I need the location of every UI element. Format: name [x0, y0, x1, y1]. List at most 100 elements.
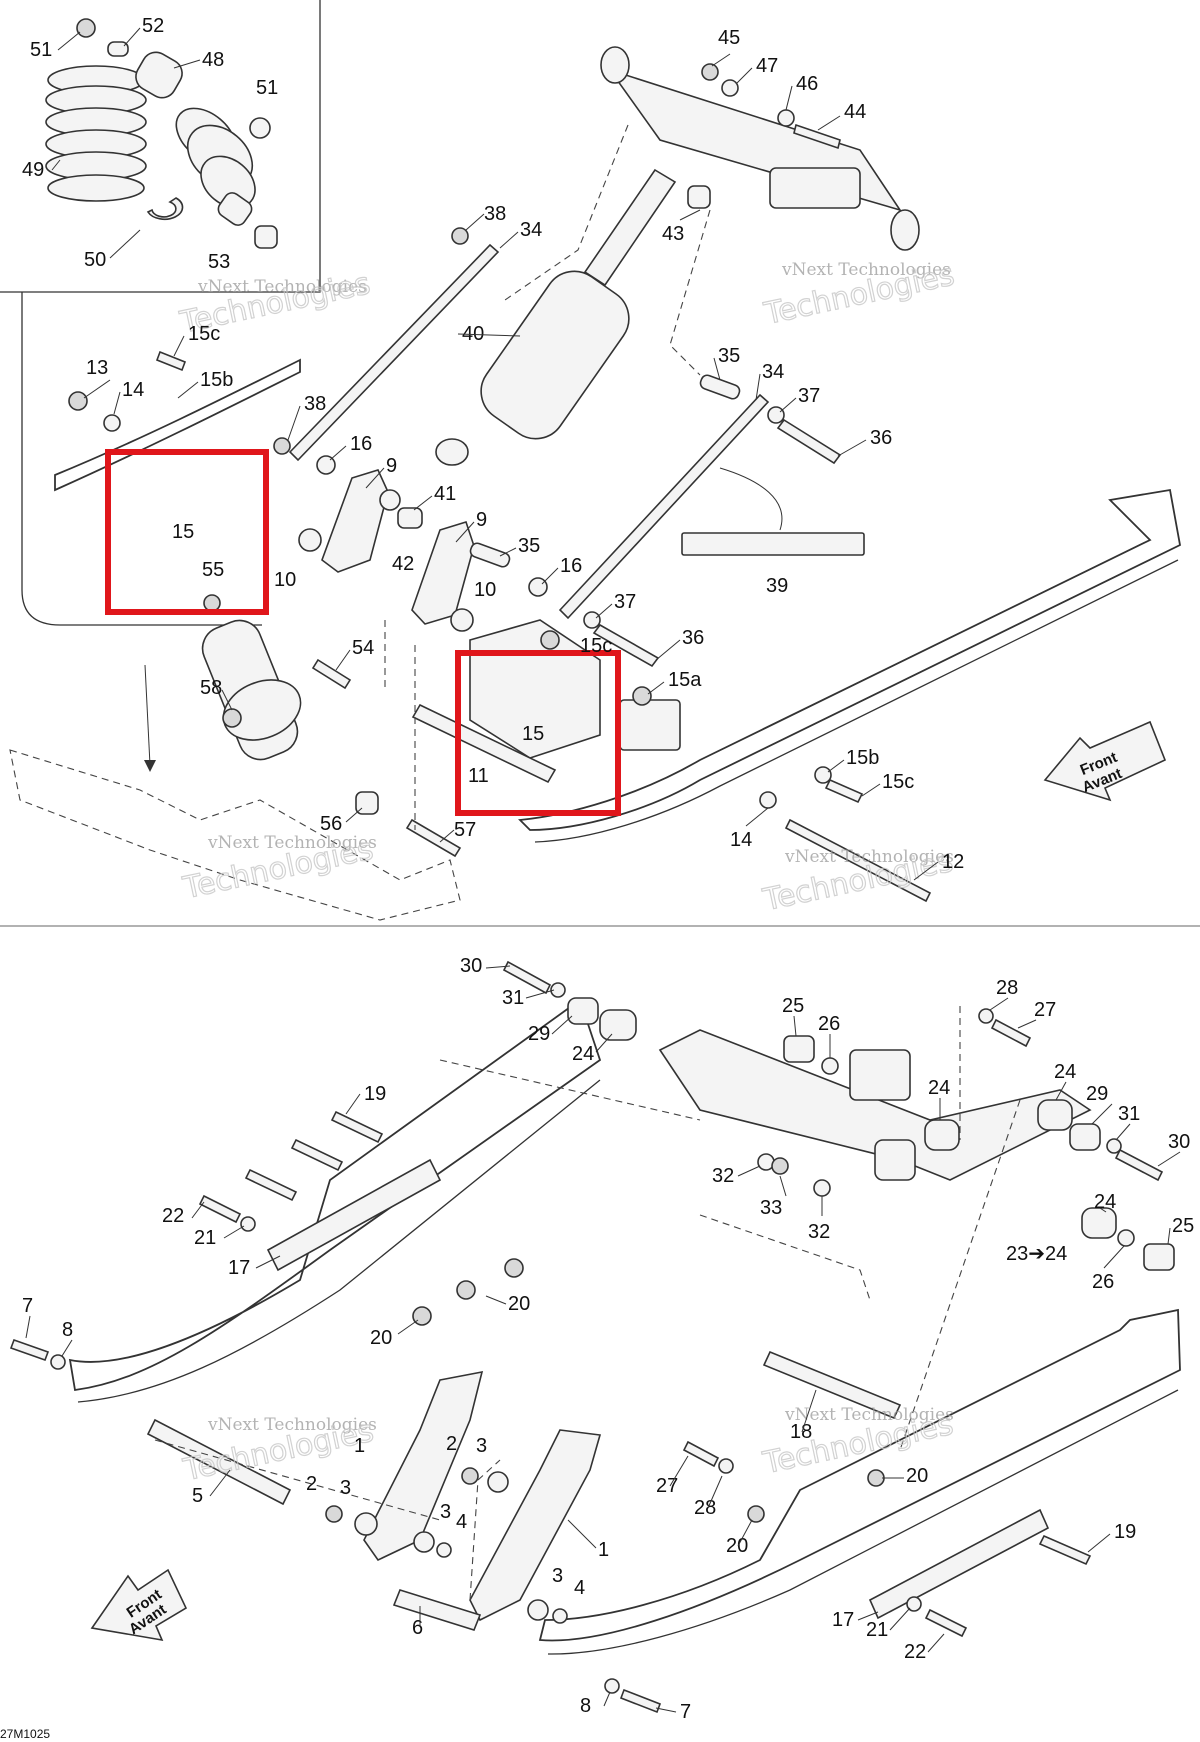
shaft-5	[146, 1418, 292, 1506]
enclosure-frame	[21, 292, 262, 626]
callout: 15b	[200, 369, 233, 391]
callout: 14	[122, 379, 144, 401]
highlight-box-left	[105, 449, 269, 615]
watermark-text: vNext Technologies	[784, 847, 954, 867]
front-arrow-bottom: Front Avant	[90, 1568, 188, 1642]
bolt-30-a	[502, 960, 552, 995]
washer-28-b	[718, 1458, 734, 1474]
nut-20-a	[504, 1258, 524, 1278]
decal-39	[681, 532, 865, 556]
washer-26-b	[1117, 1229, 1135, 1247]
watermark-text: vNext Technologies	[197, 277, 367, 297]
bushing-10-left	[298, 528, 322, 552]
washer-31-a	[550, 982, 566, 998]
bolt-19-c	[244, 1168, 298, 1202]
nut-55	[203, 594, 221, 612]
dash-guide-1	[504, 124, 629, 301]
bolt-12	[784, 818, 932, 903]
nut-38-top	[451, 227, 469, 245]
watermark-text: vNext Technologies	[207, 833, 377, 853]
callout: 14	[730, 829, 752, 851]
callout: 16	[560, 555, 582, 577]
washer-37-upper	[767, 406, 785, 424]
washer-14-top	[103, 414, 121, 432]
callout: 15c	[580, 635, 612, 657]
callout: 32	[808, 1221, 830, 1243]
washer-26-a	[821, 1057, 839, 1075]
nut-38-left	[273, 437, 291, 455]
callout: 9	[476, 509, 487, 531]
callout: 3	[340, 1477, 351, 1499]
washer-46	[777, 109, 795, 127]
bolt-36-lower	[592, 623, 660, 668]
drawing-code: 27M1025	[0, 1727, 50, 1741]
callout: 46	[796, 73, 818, 95]
nut-20-e	[867, 1469, 885, 1487]
watermarks: vNext Technologies Technologies vNext Te…	[176, 257, 958, 1489]
callout: 15a	[668, 669, 702, 691]
callout: 7	[680, 1701, 691, 1723]
callouts-top: 51 52 48 51 49 50 53 45 47 46 44 43 38 3…	[22, 15, 964, 873]
callout: 4	[456, 1511, 467, 1533]
rear-shock	[201, 619, 302, 761]
dash-guide-2	[669, 209, 711, 376]
washer-8-b	[604, 1678, 620, 1694]
arm-1-right	[469, 1429, 602, 1622]
arrow-down	[144, 664, 151, 766]
callout: 29	[528, 1023, 550, 1045]
callout: 22	[162, 1205, 184, 1227]
callout: 3	[440, 1501, 451, 1523]
dash-guide-7	[899, 1099, 1021, 1451]
bolt-36-upper	[776, 418, 842, 465]
callout: 36	[682, 627, 704, 649]
nut-15c-center	[540, 630, 560, 650]
washer-4-a	[436, 1542, 452, 1558]
washer-31-b	[1106, 1138, 1122, 1154]
callout: 41	[434, 483, 456, 505]
callout: 45	[718, 27, 740, 49]
bushing-10-right	[450, 608, 474, 632]
callout: 55	[202, 559, 224, 581]
callout: 35	[718, 345, 740, 367]
callout: 31	[502, 987, 524, 1009]
callout: 43	[662, 223, 684, 245]
leader-lines	[25, 27, 1181, 1713]
rear-arm-ghost	[9, 749, 461, 921]
bushing-43	[687, 185, 711, 209]
washer-37-lower	[583, 611, 601, 629]
washer-28-a	[978, 1008, 994, 1024]
bolt-19-a	[330, 1110, 384, 1144]
bolt-22-a	[198, 1194, 242, 1224]
callout: 31	[1118, 1103, 1140, 1125]
callout: 34	[762, 361, 784, 383]
arm-9-left	[321, 469, 389, 573]
callout: 21	[194, 1227, 216, 1249]
callout: 6	[412, 1617, 423, 1639]
washer-4-b	[552, 1608, 568, 1624]
dash-guide-9	[154, 1439, 441, 1521]
bushing-25-b	[1143, 1243, 1175, 1271]
callout: 54	[352, 637, 374, 659]
callout: 26	[1092, 1271, 1114, 1293]
callout: 2	[306, 1473, 317, 1495]
callout: 27	[656, 1475, 678, 1497]
washer-3-b	[487, 1471, 509, 1493]
callout: 37	[614, 591, 636, 613]
bolt-44	[793, 123, 841, 150]
bushing-29-a	[567, 997, 599, 1025]
washer-15b	[814, 766, 832, 784]
nut-51-top	[76, 18, 96, 38]
callout: 3	[476, 1435, 487, 1457]
bolt-22-b	[924, 1608, 968, 1638]
rail-left-bottom	[68, 998, 602, 1392]
spring-49	[45, 65, 147, 202]
nut-45	[701, 63, 719, 81]
callouts-bottom: 30 31 29 24 25 26 28 27 24 24 29 31 30 3…	[22, 955, 1194, 1723]
washer-3-d	[527, 1599, 549, 1621]
bushing-29-b	[1069, 1123, 1101, 1151]
bolt-19-b	[290, 1138, 344, 1172]
callout: 10	[274, 569, 296, 591]
callout: 53	[208, 251, 230, 273]
callout: 39	[766, 575, 788, 597]
